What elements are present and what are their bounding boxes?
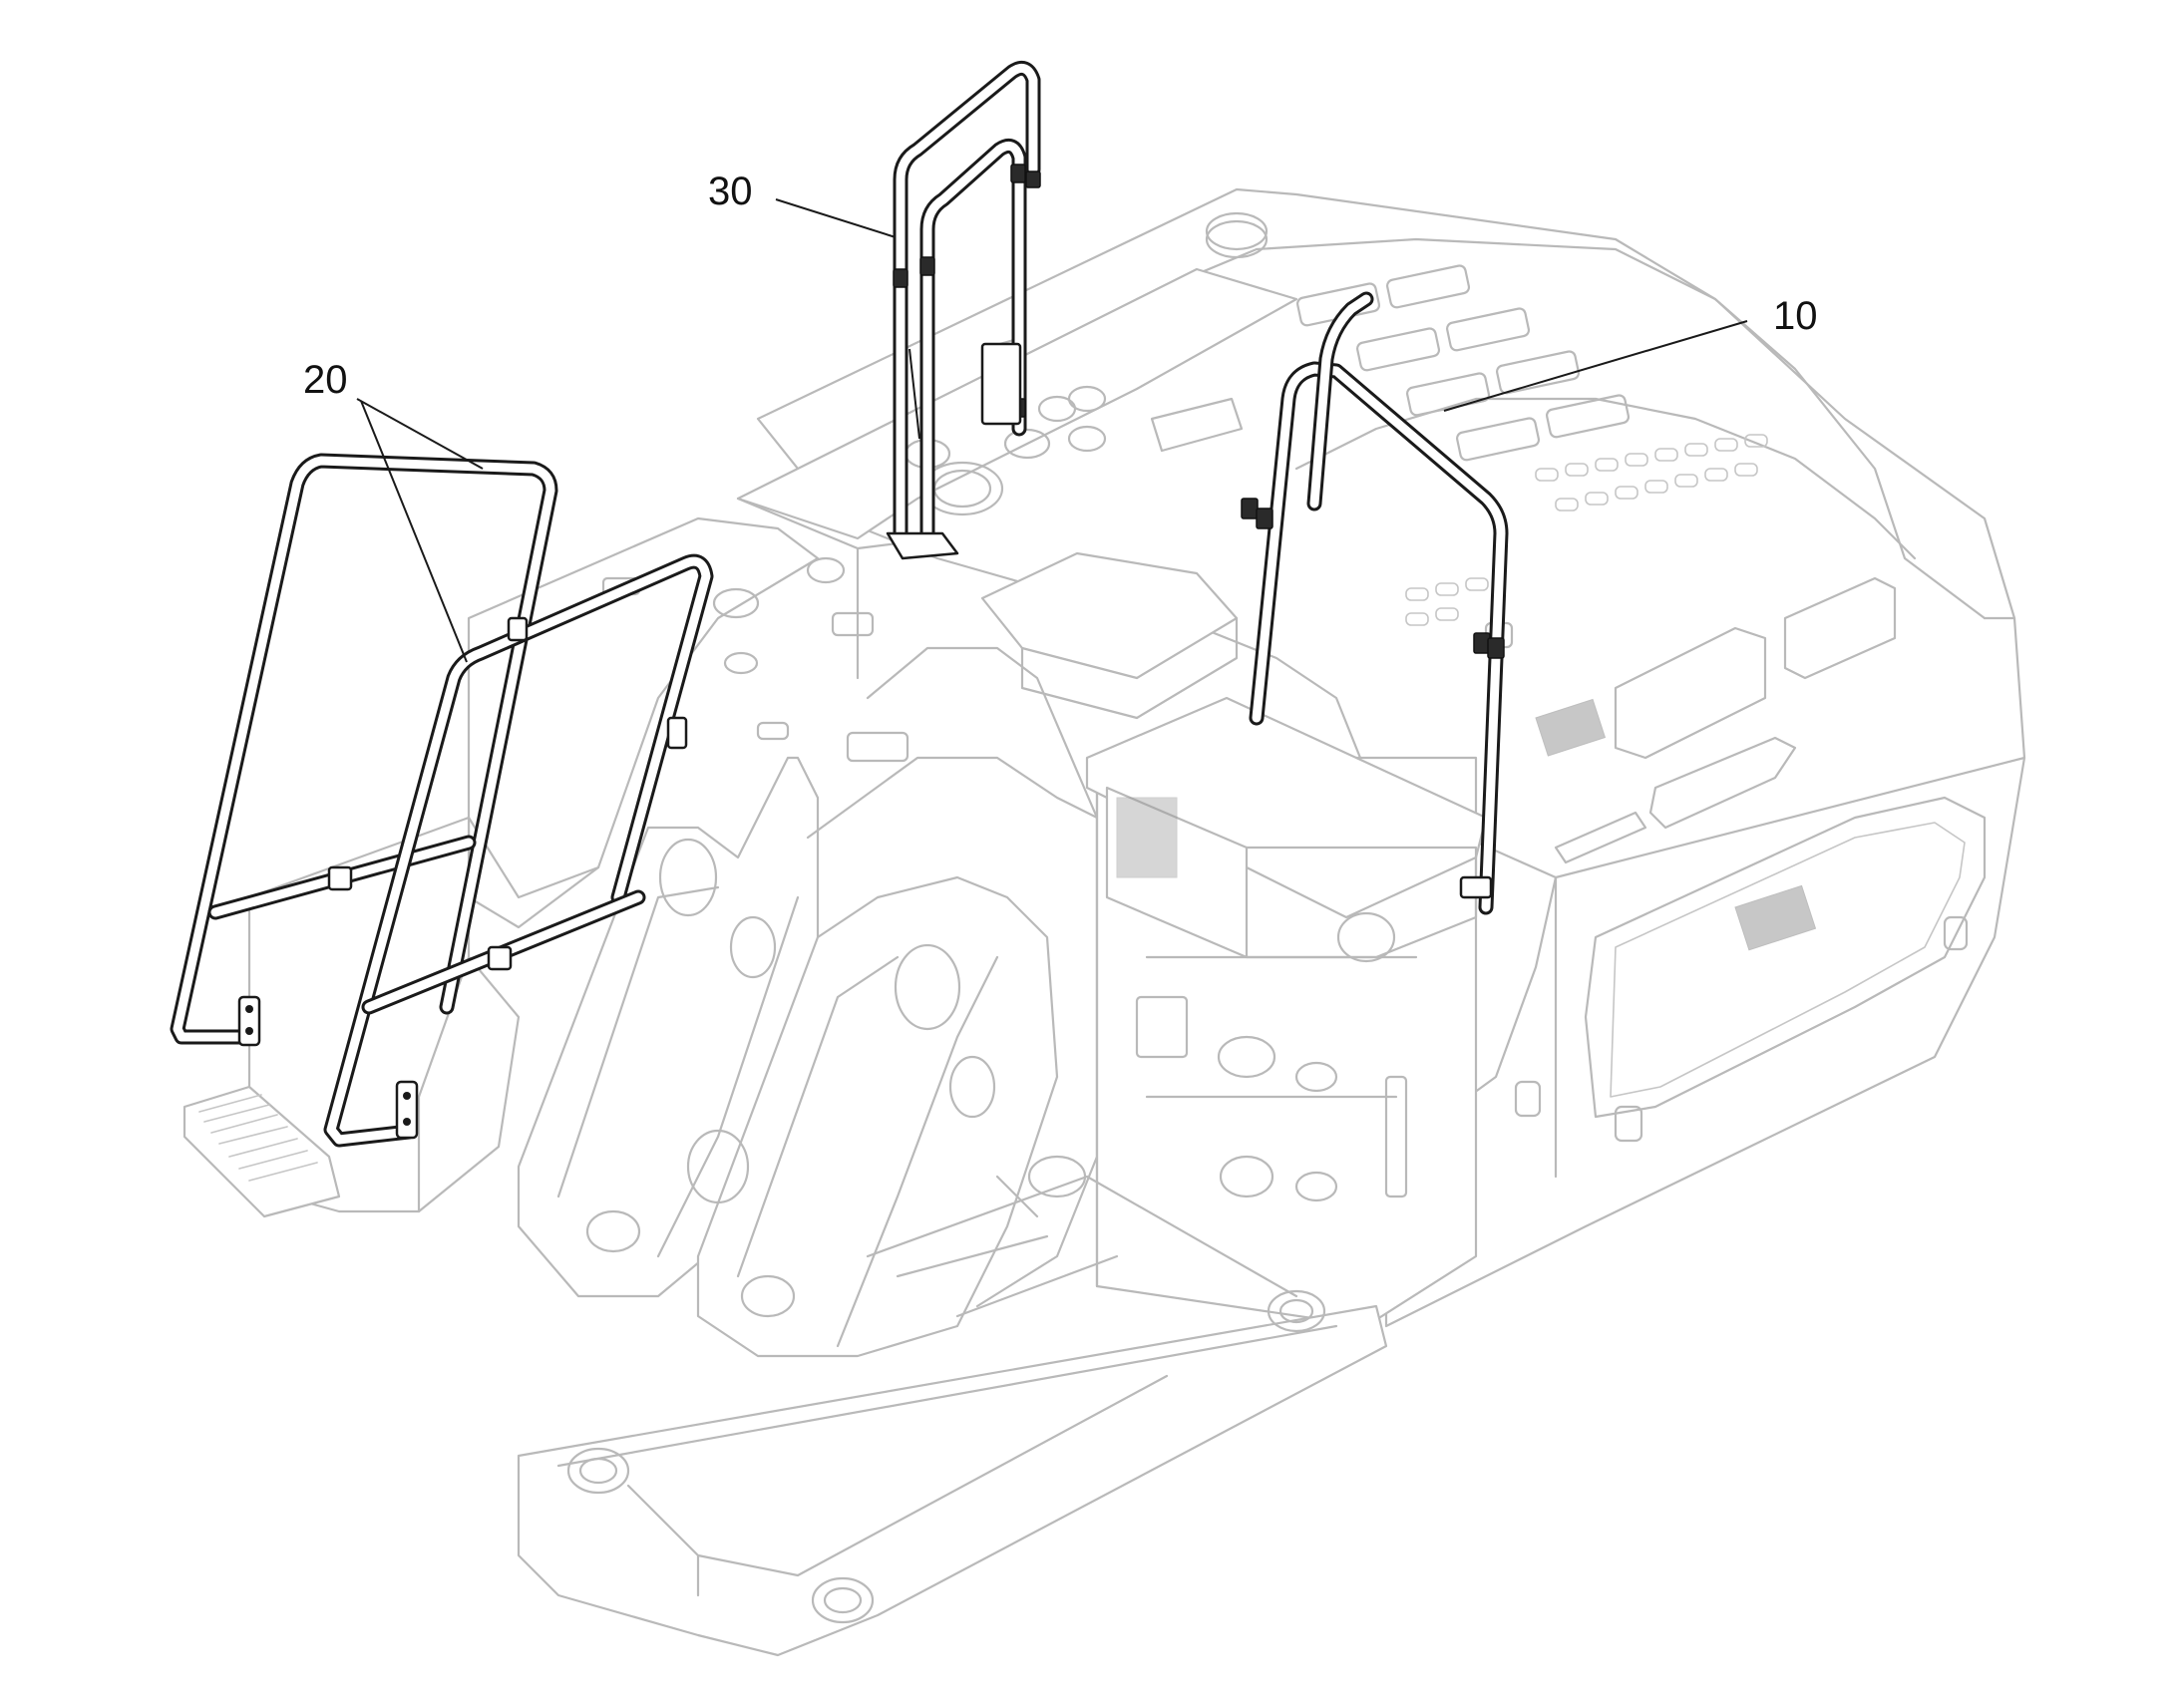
handrail-10-clamp	[1241, 498, 1259, 519]
frame-boss-left	[566, 1447, 630, 1495]
frame-hole	[686, 1129, 750, 1204]
vent-slots-row	[1405, 434, 1768, 626]
handrail-20	[170, 453, 714, 1148]
leader-30	[775, 198, 897, 238]
cooler-mesh	[1116, 797, 1178, 878]
side-door-inner	[1610, 822, 1966, 1098]
handrail-30-clamp	[893, 268, 908, 288]
boom-foot-right-inner	[736, 955, 999, 1348]
handrail-30-base-plate	[886, 531, 959, 560]
handrail-10	[1241, 291, 1509, 915]
air-cleaner-cap	[1205, 219, 1269, 259]
side-panel-recess-1	[1614, 626, 1767, 760]
callout-30: 30	[708, 170, 753, 213]
boom-foot-left-inner	[556, 885, 800, 1258]
boom-pin-right	[894, 943, 961, 1031]
boom-pin-left	[658, 838, 718, 917]
lower-frame-inner	[556, 1324, 1338, 1597]
leader-20-a	[356, 398, 484, 470]
hood-ridge	[1135, 237, 1987, 620]
hood-side-edge	[1554, 616, 2026, 1179]
callout-20: 20	[303, 358, 348, 402]
lower-frame	[517, 1304, 1388, 1657]
center-frame-plate	[806, 756, 1099, 1308]
frame-boss-right	[811, 1576, 875, 1624]
entry-step	[182, 1085, 341, 1218]
side-panel-recess-4	[1554, 811, 1647, 864]
hood-grab-handle	[1150, 397, 1244, 453]
callout-10: 10	[1773, 294, 1818, 338]
side-panel-recess-3	[1648, 736, 1797, 830]
handrail-20-mount-plate	[237, 995, 261, 1047]
side-panel-recess-2	[1783, 576, 1897, 680]
callout-leaders	[356, 198, 1748, 663]
leader-20-b	[360, 400, 468, 663]
side-door	[1584, 796, 1987, 1119]
valve-block-holes	[1135, 995, 1408, 1202]
boom-foot-right	[696, 875, 1059, 1358]
leader-10	[1443, 320, 1748, 412]
handrail-30-mounted-box	[980, 342, 1022, 426]
handrail-30	[886, 60, 1041, 560]
